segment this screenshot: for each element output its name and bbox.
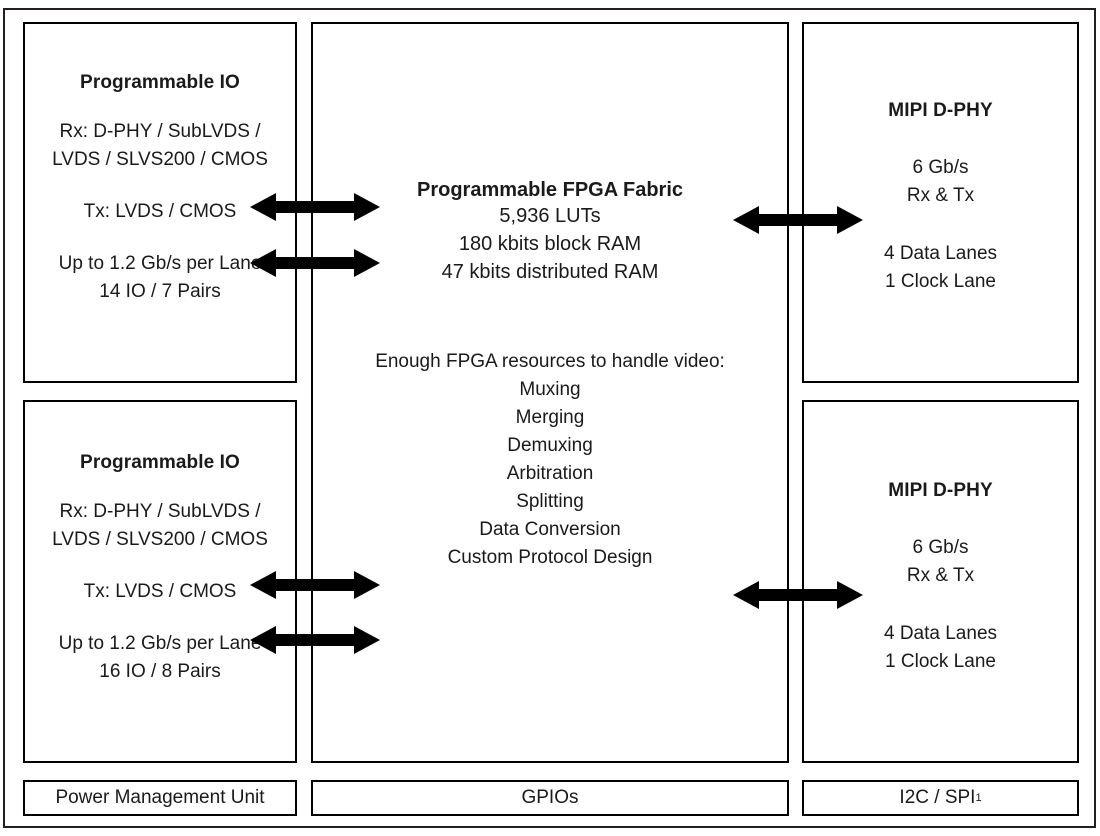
mipi-dphy-bottom-clock-lane: 1 Clock Lane: [885, 651, 996, 672]
fpga-resource-item: Data Conversion: [479, 519, 621, 540]
mipi-dphy-top-title: MIPI D-PHY: [888, 100, 993, 121]
programmable-io-bottom-rx-line2: LVDS / SLVS200 / CMOS: [52, 529, 268, 550]
fpga-resource-item: Custom Protocol Design: [447, 547, 653, 568]
mipi-dphy-bottom-data-lanes: 4 Data Lanes: [883, 623, 998, 644]
programmable-io-top-title: Programmable IO: [80, 72, 240, 93]
programmable-io-top-rx-line1: Rx: D-PHY / SubLVDS /: [59, 121, 261, 142]
fpga-resource-item: Muxing: [519, 379, 581, 400]
mipi-dphy-bottom-title: MIPI D-PHY: [888, 480, 993, 501]
fpga-fabric-title: Programmable FPGA Fabric: [417, 179, 683, 201]
mipi-dphy-top-clock-lane: 1 Clock Lane: [885, 271, 996, 292]
fpga-resource-item: Splitting: [516, 491, 584, 512]
block-mipi-dphy-bottom: MIPI D-PHY 6 Gb/s Rx & Tx 4 Data Lanes 1…: [802, 400, 1079, 763]
block-programmable-io-top: Programmable IO Rx: D-PHY / SubLVDS / LV…: [23, 22, 297, 383]
fpga-resource-item: Demuxing: [507, 435, 593, 456]
mipi-dphy-bottom-rate: 6 Gb/s: [912, 537, 969, 558]
outer-frame: [3, 8, 1096, 828]
programmable-io-top-rate: Up to 1.2 Gb/s per Lane: [58, 253, 262, 274]
fpga-fabric-distributed-ram: 47 kbits distributed RAM: [441, 261, 659, 283]
mipi-dphy-top-data-lanes: 4 Data Lanes: [883, 243, 998, 264]
block-programmable-io-bottom: Programmable IO Rx: D-PHY / SubLVDS / LV…: [23, 400, 297, 763]
arrow-left-top-lower-icon: [250, 246, 380, 280]
mipi-dphy-top-rate: 6 Gb/s: [912, 157, 969, 178]
footer-gpios-label: GPIOs: [521, 787, 579, 808]
programmable-io-bottom-io-count: 16 IO / 8 Pairs: [99, 661, 221, 682]
arrow-left-bottom-upper-icon: [250, 568, 380, 602]
fpga-resource-item: Merging: [515, 407, 585, 428]
footer-gpios: GPIOs: [311, 780, 789, 816]
programmable-io-bottom-title: Programmable IO: [80, 452, 240, 473]
programmable-io-top-rx-line2: LVDS / SLVS200 / CMOS: [52, 149, 268, 170]
arrow-left-bottom-lower-icon: [250, 623, 380, 657]
footer-power-management-unit-label: Power Management Unit: [55, 787, 265, 808]
arrow-right-top-icon: [733, 203, 863, 237]
mipi-dphy-bottom-direction: Rx & Tx: [906, 565, 975, 586]
arrow-left-top-upper-icon: [250, 190, 380, 224]
programmable-io-bottom-rx-line1: Rx: D-PHY / SubLVDS /: [59, 501, 261, 522]
fpga-resource-item: Arbitration: [506, 463, 594, 484]
fpga-resources-heading: Enough FPGA resources to handle video:: [375, 351, 725, 372]
footer-i2c-spi-label: I2C / SPI: [899, 787, 976, 808]
mipi-dphy-top-direction: Rx & Tx: [906, 185, 975, 206]
fpga-fabric-block-ram: 180 kbits block RAM: [458, 233, 642, 255]
programmable-io-bottom-tx-line: Tx: LVDS / CMOS: [83, 581, 237, 602]
arrow-right-bottom-icon: [733, 578, 863, 612]
programmable-io-bottom-rate: Up to 1.2 Gb/s per Lane: [58, 633, 262, 654]
programmable-io-top-io-count: 14 IO / 7 Pairs: [99, 281, 221, 302]
block-mipi-dphy-top: MIPI D-PHY 6 Gb/s Rx & Tx 4 Data Lanes 1…: [802, 22, 1079, 383]
block-fpga-fabric: Programmable FPGA Fabric 5,936 LUTs 180 …: [311, 22, 789, 763]
programmable-io-top-tx-line: Tx: LVDS / CMOS: [83, 201, 237, 222]
footer-power-management-unit: Power Management Unit: [23, 780, 297, 816]
fpga-fabric-luts: 5,936 LUTs: [499, 205, 601, 227]
